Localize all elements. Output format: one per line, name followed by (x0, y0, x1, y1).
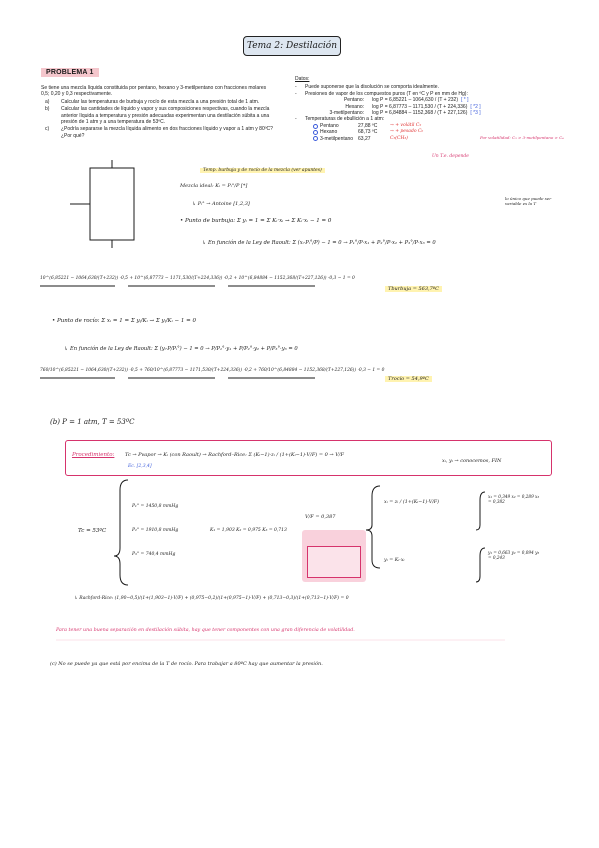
x-results: x₁ = 0,349 x₂ = 0,289 x₃ = 0,382 (488, 494, 540, 504)
antoine-row: Pentano:log P = 6,85221 – 1064,630 / (T … (343, 97, 469, 104)
datos-block: Datos: -Puede suponerse que la disolució… (295, 76, 555, 142)
problem-statement: Se tiene una mezcla líquida constituida … (41, 85, 273, 140)
tc-53: Tc = 53ºC (78, 528, 107, 534)
punto-burbuja: • Punto de burbuja: Σ yᵢ = 1 = Σ Kᵢ·xᵢ →… (180, 218, 332, 224)
datos-heading: Datos: (295, 76, 310, 82)
pink-note-box (302, 530, 366, 582)
proc-ref: Ec. [2,3,4] (128, 464, 152, 469)
raoult-burbuja: ↳ En función de la Ley de Raoult: Σ (xᵢ·… (202, 240, 436, 246)
punto-rocio: • Punto de rocío: Σ xᵢ = 1 = Σ yᵢ/Kᵢ → Σ… (52, 318, 196, 324)
annot-right: lo único que puede ser variable es la T (505, 196, 552, 206)
xi-formula: xᵢ = zᵢ / (1+(Kᵢ−1)·V/F) (384, 500, 440, 505)
t-rocio: Trocío = 54,9ºC (385, 376, 432, 382)
t-burbuja: Tburbuja = 563,7ºC (385, 286, 442, 292)
antoine-row: Hexano:log P = 6,87773 – 1171,530 / (T +… (345, 103, 481, 110)
p1-value: P₁° = 1450,8 mmHg (132, 504, 179, 509)
volatility-note: Por volatilidad: C₅ > 3-metilpentano > C… (480, 135, 564, 140)
problem-item-b: b)Calcular las cantidades de líquido y v… (45, 106, 270, 126)
vf-result: V/F = 0,387 (305, 514, 336, 520)
antoine-row: 3-metilpentano:log P = 6,84884 – 1152,36… (329, 110, 481, 117)
datos-vapor: Presiones de vapor de los compuestos pur… (305, 90, 468, 97)
eq-burbuja: 10^(6,85221 − 1064,630/(T+232)) ·0,5 + 1… (40, 276, 355, 281)
part-c: (c) No se puede ya que está por encima d… (50, 661, 323, 667)
circle-mark-icon (313, 129, 318, 135)
raoult-rocio: ↳ En función de la Ley de Raoult: Σ (yᵢ·… (64, 346, 298, 352)
procedure-box (65, 440, 552, 476)
problem-items: a)Calcular las temperaturas de burbuja y… (41, 99, 273, 139)
problem-intro: Se tiene una mezcla líquida constituida … (41, 85, 267, 98)
eq-rocio: 760/10^(6,85221 − 1064,630/(T+232)) ·0,5… (40, 368, 385, 373)
te-note: Un T.e. depende (432, 154, 469, 159)
datos-ideal: Puede suponerse que la disolución se com… (305, 84, 439, 91)
circle-mark-icon (313, 123, 318, 129)
procedimiento-label: Procedimiento: (72, 452, 115, 458)
yi-formula: yᵢ = Kᵢ·xᵢ (384, 558, 405, 563)
flash-drum-sketch (89, 167, 135, 241)
circle-mark-icon (313, 136, 318, 142)
part-a-title: Temp. burbuja y de rocío de la mezcla (v… (200, 168, 325, 173)
part-b: (b) P = 1 atm, T = 53ºC (50, 418, 135, 426)
k-values: K₁ = 1,903 K₂ = 0,975 K₃ = 0,713 (210, 528, 287, 533)
problem-tag: PROBLEMA 1 (41, 68, 99, 77)
p2-value: P₂° = 1910,8 mmHg (132, 528, 179, 533)
problem-item-a: a)Calcular las temperaturas de burbuja y… (45, 98, 260, 105)
page-title: Tema 2: Destilación (243, 36, 341, 56)
p3-value: P₃° = 740,4 mmHg (132, 552, 176, 557)
mezcla-ideal: Mezcla ideal: Kᵢ = Pᵢ°/P [*] (180, 183, 248, 189)
datos-boiling: Temperaturas de ebullición a 1 atm: (305, 116, 385, 123)
y-results: y₁ = 0,663 y₂ = 0,094 y₃ = 0,243 (488, 550, 540, 560)
rachford-expanded: ↳ Rachford-Rice: (1,90−0,5)/(1+(1,903−1)… (74, 596, 349, 601)
proc-result: xᵢ, yᵢ → conocemos, FIN (442, 458, 502, 464)
proc-chain: Tc → Pvapor → Kᵢ (con Raoult) → Rachford… (125, 452, 344, 458)
pi-antoine: ↳ Pᵢ° → Antoine [1,2,3] (192, 201, 250, 207)
conclusion-b: Para tener una buena separación en desti… (56, 628, 355, 633)
problem-item-c: c)¿Podría separarse la mezcla líquida al… (45, 126, 273, 139)
